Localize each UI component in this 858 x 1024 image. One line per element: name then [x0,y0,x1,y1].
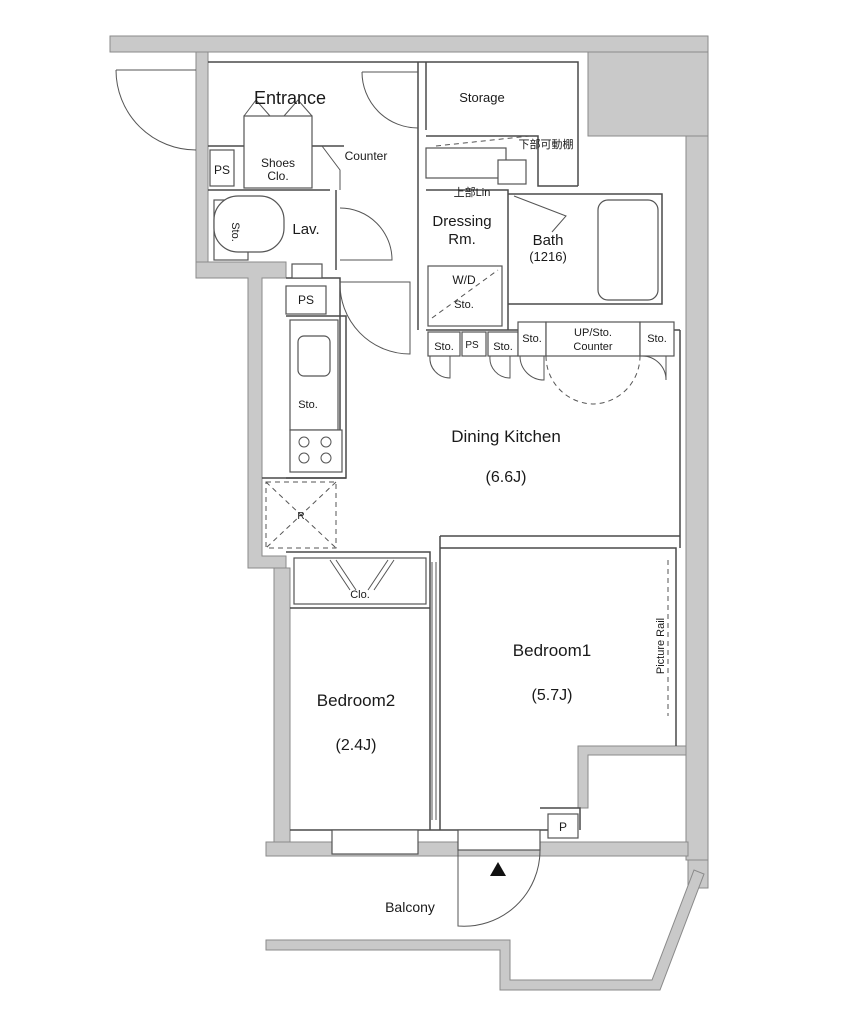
ps-shaft-mid [285,285,327,315]
ps-label-top: PS [214,163,230,177]
lav-label: Lav. [292,221,319,238]
fridge-label: R [297,511,304,522]
ps-label-mid: PS [298,293,314,307]
toilet-icon [213,195,285,253]
doors [115,69,667,927]
up-sto-counter [545,321,641,357]
sto-label-3: Sto. [522,333,542,345]
lower-shelf-label: 下部可動棚 [519,137,574,151]
washer-dryer [427,265,503,327]
labels: Entrance Storage Counter Shoes Clo. PS P… [214,88,667,915]
fixtures [209,99,675,876]
entrance-arrow-icon [490,862,506,876]
bath-label: Bath [533,232,564,249]
dining-kitchen-size: (6.6J) [486,469,527,486]
bedroom2-label: Bedroom2 [317,691,395,710]
picture-rail-label: Picture Rail [655,618,667,674]
storage-label: Storage [459,90,505,105]
bath-size-label: (1216) [529,249,567,264]
balcony-label: Balcony [385,899,435,915]
bedroom2-window [331,829,419,855]
closet-box [293,557,427,605]
bedroom1-label: Bedroom1 [513,641,591,660]
fridge-space [265,481,337,549]
sto-box-3 [517,321,547,357]
kitchen-sto-label: Sto. [298,399,318,411]
ps-box [461,331,487,357]
wash-basin-icon [425,147,507,179]
entrance-label: Entrance [254,88,326,108]
dressing-label-line1: Dressing [432,213,491,230]
upper-lin-label: 上部Lin [454,185,491,199]
bathtub-icon [597,199,659,301]
lav-sto-label: Sto. [229,222,241,242]
bedroom1-size: (5.7J) [532,687,573,704]
up-sto-label-line1: UP/Sto. [574,327,612,339]
up-sto-label-line2: Counter [573,341,612,353]
interior-walls [208,61,681,831]
wd-sto-label: Sto. [454,299,474,311]
bedroom1-window [457,829,541,851]
sto-label-2: Sto. [493,341,513,353]
dressing-shelf [497,159,527,185]
dining-kitchen-label: Dining Kitchen [451,427,561,446]
ps-label-small: PS [465,340,479,351]
dressing-label-line2: Rm. [448,231,476,248]
closet-label: Clo. [350,589,370,601]
lav-sink-icon [291,263,323,279]
sto-label-1: Sto. [434,341,454,353]
p-box [547,813,579,839]
sto-box-4 [639,321,675,357]
sto-label-4: Sto. [647,333,667,345]
counter-label: Counter [345,149,388,163]
stove-icon [289,429,343,473]
bedroom2-size: (2.4J) [336,737,377,754]
shoes-closet [243,115,313,189]
shoes-label-line2: Clo. [267,169,288,183]
ps-shaft-top [209,149,235,187]
wd-label: W/D [452,273,476,287]
p-label: P [559,820,567,834]
shoes-label-line1: Shoes [261,156,295,170]
sto-box-1 [427,331,461,357]
